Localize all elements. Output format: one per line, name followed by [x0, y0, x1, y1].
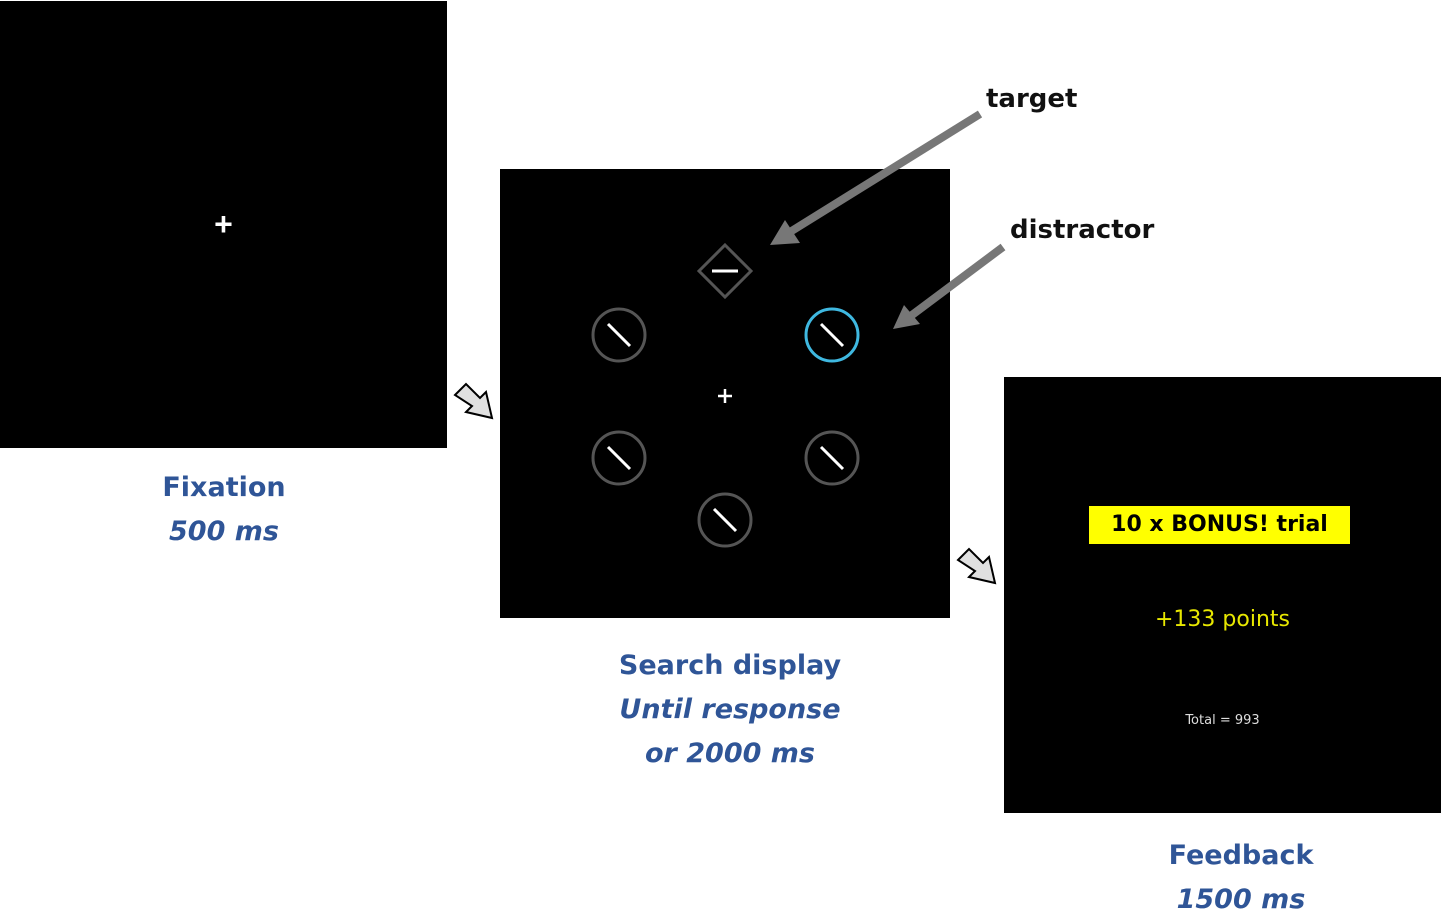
- fixation-cross: [718, 389, 732, 403]
- target-annotation: target: [986, 84, 1078, 114]
- fixation-cross: +: [214, 206, 233, 242]
- distractor-annotation: distractor: [1010, 215, 1155, 245]
- feedback-screen: 10 x BONUS! trial +133 points Total = 99…: [1004, 377, 1441, 813]
- feedback-label: Feedback 1500 ms: [1091, 834, 1391, 922]
- points-text: +133 points: [1155, 607, 1290, 632]
- distractor-circle: [804, 307, 860, 363]
- search-label: Search display Until response or 2000 ms: [580, 644, 880, 776]
- total-text: Total = 993: [1185, 713, 1260, 728]
- search-duration-2: or 2000 ms: [644, 738, 815, 769]
- nontarget-circle: [697, 492, 753, 548]
- fixation-label: Fixation 500 ms: [124, 466, 324, 554]
- fixation-duration: 500 ms: [169, 516, 279, 547]
- nontarget-circle: [591, 307, 647, 363]
- search-title: Search display: [618, 650, 842, 681]
- feedback-duration: 1500 ms: [1176, 884, 1306, 915]
- nontarget-circle: [804, 430, 860, 486]
- fixation-screen: +: [0, 1, 447, 448]
- sequence-arrow-icon: [956, 547, 997, 585]
- feedback-title: Feedback: [1168, 840, 1314, 871]
- search-stimuli: [591, 242, 860, 548]
- target-diamond: [696, 242, 754, 300]
- fixation-title: Fixation: [162, 472, 286, 503]
- bonus-banner: 10 x BONUS! trial: [1089, 506, 1350, 544]
- sequence-arrow-icon: [453, 382, 494, 420]
- search-duration-1: Until response: [619, 694, 841, 725]
- search-screen: [500, 169, 950, 618]
- nontarget-circle: [591, 430, 647, 486]
